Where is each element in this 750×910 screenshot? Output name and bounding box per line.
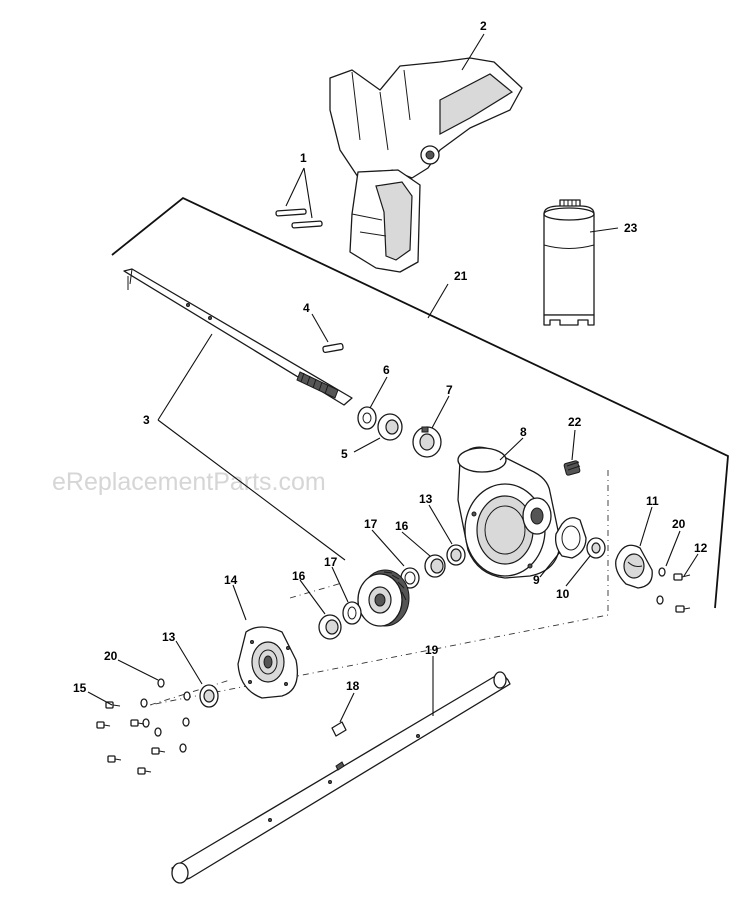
callout-19: 19 xyxy=(425,643,439,657)
callout-8: 8 xyxy=(520,425,527,439)
bushing xyxy=(377,413,403,441)
o-rings-left xyxy=(140,678,191,753)
impeller-key xyxy=(331,721,347,737)
centerline xyxy=(149,582,343,706)
gasket xyxy=(554,517,587,559)
callout-3: 3 xyxy=(143,413,150,427)
kit-bracket-21 xyxy=(111,196,729,609)
callout-16-lower: 16 xyxy=(292,569,306,583)
thrust-collar xyxy=(412,426,442,458)
callout-7: 7 xyxy=(446,383,453,397)
worm-gear xyxy=(357,569,410,627)
cap-screws-left xyxy=(96,701,166,775)
callout-15: 15 xyxy=(73,681,87,695)
callout-17-upper: 17 xyxy=(364,517,378,531)
callout-18: 18 xyxy=(346,679,360,693)
callout-labels: 1 2 3 4 5 6 7 8 9 10 11 12 13 13 14 15 1… xyxy=(73,19,708,695)
callout-1: 1 xyxy=(300,151,307,165)
callout-22: 22 xyxy=(568,415,582,429)
callout-12: 12 xyxy=(694,541,708,555)
callout-9: 9 xyxy=(533,573,540,587)
assembly-boundary xyxy=(149,470,609,706)
thrust-washer xyxy=(357,406,377,430)
vent-plug xyxy=(563,460,581,476)
callout-4: 4 xyxy=(303,301,310,315)
callout-23: 23 xyxy=(624,221,638,235)
callout-21: 21 xyxy=(454,269,468,283)
callout-13-lower: 13 xyxy=(162,630,176,644)
callout-13-upper: 13 xyxy=(419,492,433,506)
seal-ring-right xyxy=(656,567,666,605)
discharge-chute xyxy=(329,57,523,273)
callout-17-lower: 17 xyxy=(324,555,338,569)
callout-5: 5 xyxy=(341,447,348,461)
callout-20-left: 20 xyxy=(104,649,118,663)
seal-upper xyxy=(424,554,446,578)
shear-pins xyxy=(275,208,323,229)
washer-lower xyxy=(342,601,362,625)
bearing-lower xyxy=(199,684,219,708)
end-cap xyxy=(615,544,653,589)
bearing-upper xyxy=(446,544,466,566)
callout-14: 14 xyxy=(224,573,238,587)
callout-11: 11 xyxy=(646,494,659,508)
watermark-text: eReplacementParts.com xyxy=(52,468,326,496)
callout-10: 10 xyxy=(556,587,570,601)
impeller-shaft xyxy=(171,671,511,884)
bearing xyxy=(586,537,606,559)
cap-screws-right xyxy=(673,573,691,613)
bracket-3 xyxy=(157,333,346,561)
callout-6: 6 xyxy=(383,363,390,377)
callout-2: 2 xyxy=(480,19,487,33)
worm-shaft xyxy=(123,268,353,406)
callout-16-upper: 16 xyxy=(395,519,409,533)
leader-21 xyxy=(427,283,449,319)
seal-lower xyxy=(318,614,342,640)
leader-lines xyxy=(87,33,699,723)
gear-oil-bottle xyxy=(543,199,595,326)
bearing-housing xyxy=(237,626,299,699)
gear-housing xyxy=(457,446,561,579)
callout-20-right: 20 xyxy=(672,517,686,531)
woodruff-key xyxy=(322,342,344,354)
